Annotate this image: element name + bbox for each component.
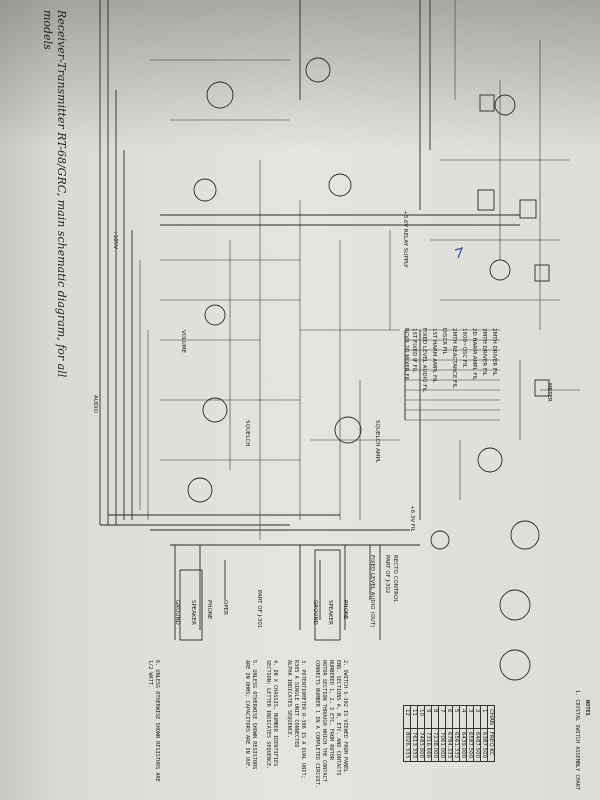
- table-cell: 5: [452, 705, 460, 729]
- note-4a: 4. IN X CHASSIS, NUMBER IDENTIFIES: [272, 660, 278, 767]
- table-cell: 4: [459, 705, 467, 729]
- fil-supply-label: +6.3V FIL: [409, 505, 415, 532]
- table-cell: 1: [480, 705, 488, 729]
- ht-supply-label: +185V: [112, 230, 118, 249]
- note-3b: R305 A SINGLE UNIT CONNECTED: [293, 660, 299, 748]
- filament-label-9: 1ST FIXED IF FIL: [411, 328, 417, 373]
- squelch-label: SQUELCH: [244, 420, 250, 447]
- note-2a: 2. SWITCH S-302 IS VIEWED FROM PANEL: [342, 660, 348, 773]
- vacuum-tubes: [187, 57, 516, 503]
- filament-label-7: 1ST HARM AMPL FIL: [431, 328, 437, 383]
- filament-label-8: FIXED LEVEL AUDIO FIL: [421, 328, 427, 393]
- crystal-chart-header: FREQ KC: [487, 728, 495, 762]
- note-6a: 6. UNLESS OTHERWISE SHOWN RESISTORS ARE: [154, 660, 160, 782]
- note-5a: 5. UNLESS OTHERWISE SHOWN RESISTORS: [251, 660, 257, 770]
- table-cell: 6487.500: [473, 728, 481, 762]
- filament-label-1: 2MTH DRIVER FIL: [491, 328, 497, 376]
- j301-speaker-label: SPEAKER: [190, 600, 196, 625]
- filament-label-2: 3MTH DRIVER FIL: [481, 328, 487, 376]
- table-cell: 6587.500: [466, 728, 474, 762]
- relays: [477, 94, 550, 397]
- table-cell: 8026.333: [403, 728, 411, 762]
- main-bus-wires: [99, 0, 580, 640]
- table-cell: 7: [438, 705, 446, 729]
- note-6b: 1/2 WATT.: [147, 660, 153, 689]
- recto-control-label: RECTO CONTROL: [392, 555, 398, 603]
- volume-label: VOLUME: [180, 330, 186, 354]
- note-3c: ALPHA INDICATES SEQUENCE.: [286, 660, 292, 739]
- table-cell: 6: [445, 705, 453, 729]
- note-5b: ARE IN OHMS; CAPACITORS ARE IN UUF.: [244, 660, 250, 770]
- table-cell: 6561.333: [452, 728, 460, 762]
- note-2e: CONNECTS NUMBER 1 IN A COMPLETED CIRCUIT…: [314, 660, 320, 789]
- audio-label: AUDIO: [92, 395, 98, 413]
- caption-line-1: Receiver-Transmitter RT-68/GRC, main sch…: [55, 10, 68, 378]
- table-cell: 2: [473, 705, 481, 729]
- j302-phone-label: PHONE: [342, 600, 348, 620]
- table-cell: 7613.333: [410, 728, 418, 762]
- part-of-j302-label: PART OF J-302: [384, 555, 390, 594]
- squelch-ampl-label: SQUELCH AMPL: [374, 420, 380, 463]
- note-2d: ROTOR SECTION THROUGH WHICH THE CONTACT: [321, 660, 327, 782]
- note-3a: 3. POTENTIOMETER R-306 IS A DUAL UNIT;: [300, 660, 306, 779]
- relay-supply-label: +3.6V RELAY SUPPLY: [402, 210, 408, 268]
- note-2c: NUMBERED 1, 2, 3 ETC. FROM ROTOR: [328, 660, 334, 760]
- part-of-j301-label: PART OF J-301: [256, 590, 262, 629]
- table-cell: 9: [424, 705, 432, 729]
- table-cell: 7061.000: [438, 728, 446, 762]
- table-cell: 6439.000: [459, 728, 467, 762]
- caption-line-2: models: [41, 10, 54, 50]
- table-cell: 6784.333: [445, 728, 453, 762]
- j302-ground-label: GROUND: [312, 600, 318, 625]
- table-cell: 7238.000: [431, 728, 439, 762]
- filament-label-3: 2D HARM AMPL FIL: [471, 328, 477, 381]
- crystal-chart-header: CHAN: [487, 705, 495, 729]
- table-cell: 3: [466, 705, 474, 729]
- table-cell: 12: [403, 705, 411, 729]
- table-cell: 6387.500: [480, 728, 488, 762]
- filament-label-5: 2MTH REACTANCE FIL: [451, 328, 457, 389]
- filament-label-4: 1800~OSC FIL: [461, 328, 467, 368]
- connector-j301: [179, 569, 203, 641]
- annotation-mark: [454, 247, 464, 259]
- connector-j302: [314, 549, 341, 641]
- j302-speaker-label: SPEAKER: [327, 600, 333, 625]
- fixed-level-audio-out-label: FIXED LEVEL AUDIO (OUT): [369, 555, 375, 628]
- note-1: 1. CRYSTAL SWITCH ASSEMBLY CHART: [574, 690, 580, 790]
- notes-heading: NOTES: [584, 700, 590, 716]
- j301-phone-label: PHONE: [206, 600, 212, 620]
- table-cell: 8: [431, 705, 439, 729]
- table-cell: 7483.000: [417, 728, 425, 762]
- table-cell: 10: [417, 705, 425, 729]
- meter-label: METER: [546, 383, 552, 402]
- tube-sockets: [430, 520, 540, 681]
- table-cell: 7316.666: [424, 728, 432, 762]
- j301-ground-label: GROUND: [174, 600, 180, 625]
- j301-oper-label: OPER: [222, 600, 228, 615]
- filament-label-10: RCVR 2D MIXER FIL: [403, 328, 409, 382]
- note-2b: END. SECTIONS A, B, ETC. AND CONTACTS: [335, 660, 341, 776]
- note-4b: SECTION; LETTER INDICATES SEQUENCE.: [265, 660, 271, 770]
- crystal-chart-header-row: CHAN FREQ KC: [487, 705, 495, 762]
- table-cell: 11: [410, 705, 418, 729]
- filament-label-6: DISCR FIL: [441, 328, 447, 355]
